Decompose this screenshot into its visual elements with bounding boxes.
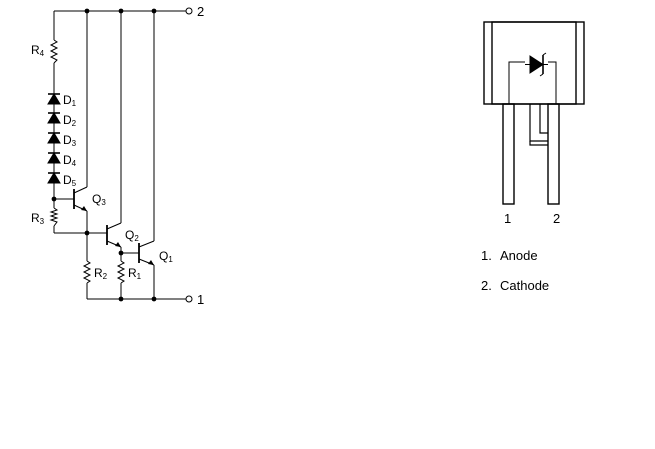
terminal-2-label: 2 — [197, 4, 204, 19]
r2-label: R2 — [94, 266, 108, 281]
junction-dot — [151, 296, 157, 302]
d5-label: D5 — [63, 173, 77, 188]
pin-legend-2: 2. Cathode — [481, 278, 549, 293]
schematic-wires — [53, 10, 186, 300]
r3-label: R3 — [31, 211, 45, 226]
package-diode-icon — [525, 52, 548, 77]
q2-label: Q2 — [125, 228, 139, 243]
q1-label: Q1 — [159, 249, 173, 264]
junction-dot — [84, 230, 90, 236]
package-outline — [483, 21, 585, 205]
diode-d4 — [47, 143, 61, 164]
diode-d3 — [47, 123, 61, 144]
legend-name: Anode — [500, 248, 538, 263]
resistor-r2 — [82, 260, 92, 284]
diode-d2 — [47, 104, 61, 124]
transistor-q3 — [54, 186, 88, 212]
junction-dot — [84, 8, 90, 14]
pin-2-label: 2 — [553, 211, 560, 226]
pin-1-label: 1 — [504, 211, 511, 226]
junction-dot — [118, 8, 124, 14]
transistor-q2 — [106, 222, 122, 248]
junction-dots — [51, 8, 157, 302]
d3-label: D3 — [63, 133, 77, 148]
resistor-r4 — [49, 39, 59, 64]
pin-legend-1: 1. Anode — [481, 248, 538, 263]
r1-label: R1 — [128, 266, 142, 281]
d2-label: D2 — [63, 113, 77, 128]
legend-number: 1. — [481, 248, 492, 263]
diode-chain — [47, 90, 61, 185]
junction-dot — [118, 250, 124, 256]
terminal-1 — [185, 295, 193, 303]
r4-label: R4 — [31, 43, 45, 58]
legend-number: 2. — [481, 278, 492, 293]
terminals — [185, 7, 193, 303]
d1-label: D1 — [63, 93, 77, 108]
junction-dot — [151, 8, 157, 14]
legend-name: Cathode — [500, 278, 550, 293]
diode-d5 — [47, 163, 61, 184]
q3-label: Q3 — [92, 192, 106, 207]
resistor-r3 — [49, 207, 59, 227]
resistor-r1 — [116, 260, 126, 284]
terminal-2 — [185, 7, 193, 15]
terminal-1-label: 1 — [197, 292, 204, 307]
transistor-q1 — [138, 240, 155, 266]
d4-label: D4 — [63, 153, 77, 168]
diode-d1 — [47, 90, 61, 105]
junction-dot — [118, 296, 124, 302]
